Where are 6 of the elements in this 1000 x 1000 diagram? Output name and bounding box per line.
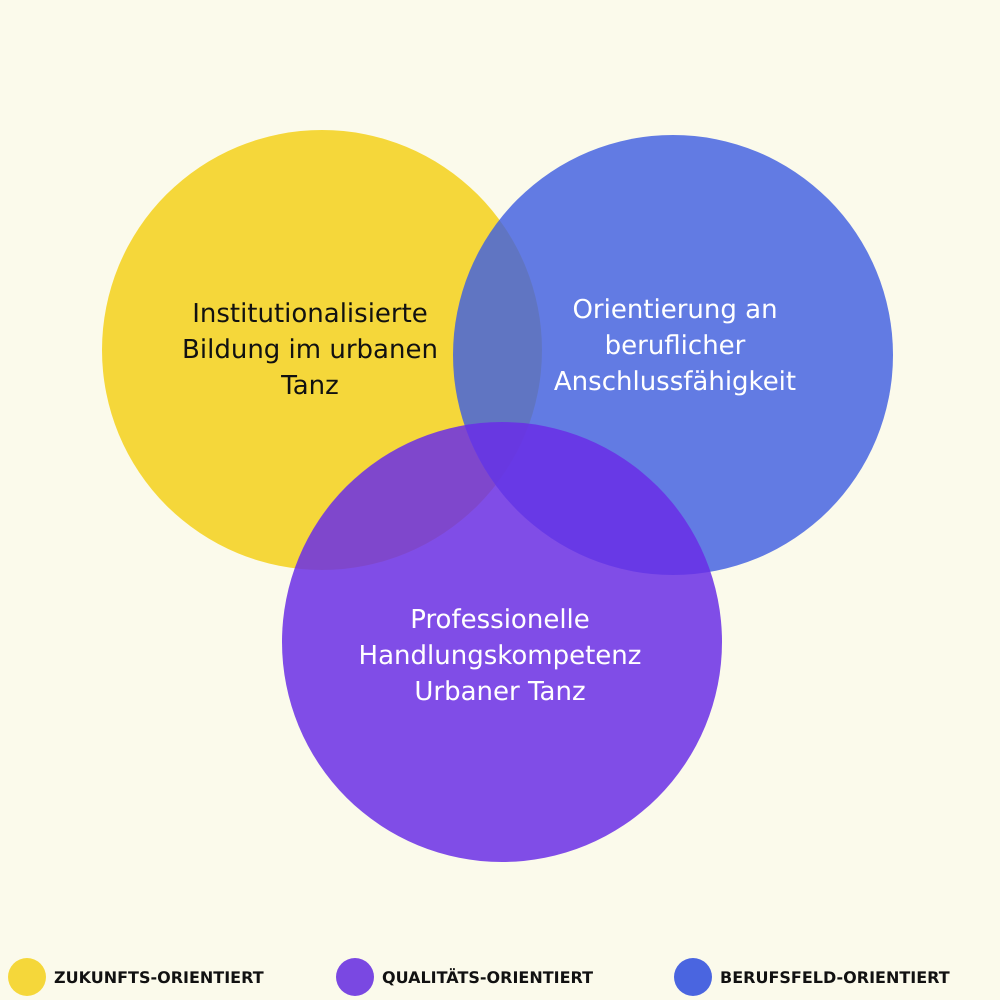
legend-label: ZUKUNFTS-ORIENTIERT: [54, 968, 264, 987]
legend-label: BERUFSFELD-ORIENTIERT: [720, 968, 950, 987]
legend-label: QUALITÄTS-ORIENTIERT: [382, 968, 594, 987]
circle-label: Institutionalisierte Bildung im urbanen Tanz: [181, 298, 439, 403]
circle-label: Professionelle Handlungskompetenz Urbaner Tanz: [358, 604, 642, 709]
circle-label: Orientierung an beruflicher Anschlussfähigkeit: [552, 294, 798, 399]
